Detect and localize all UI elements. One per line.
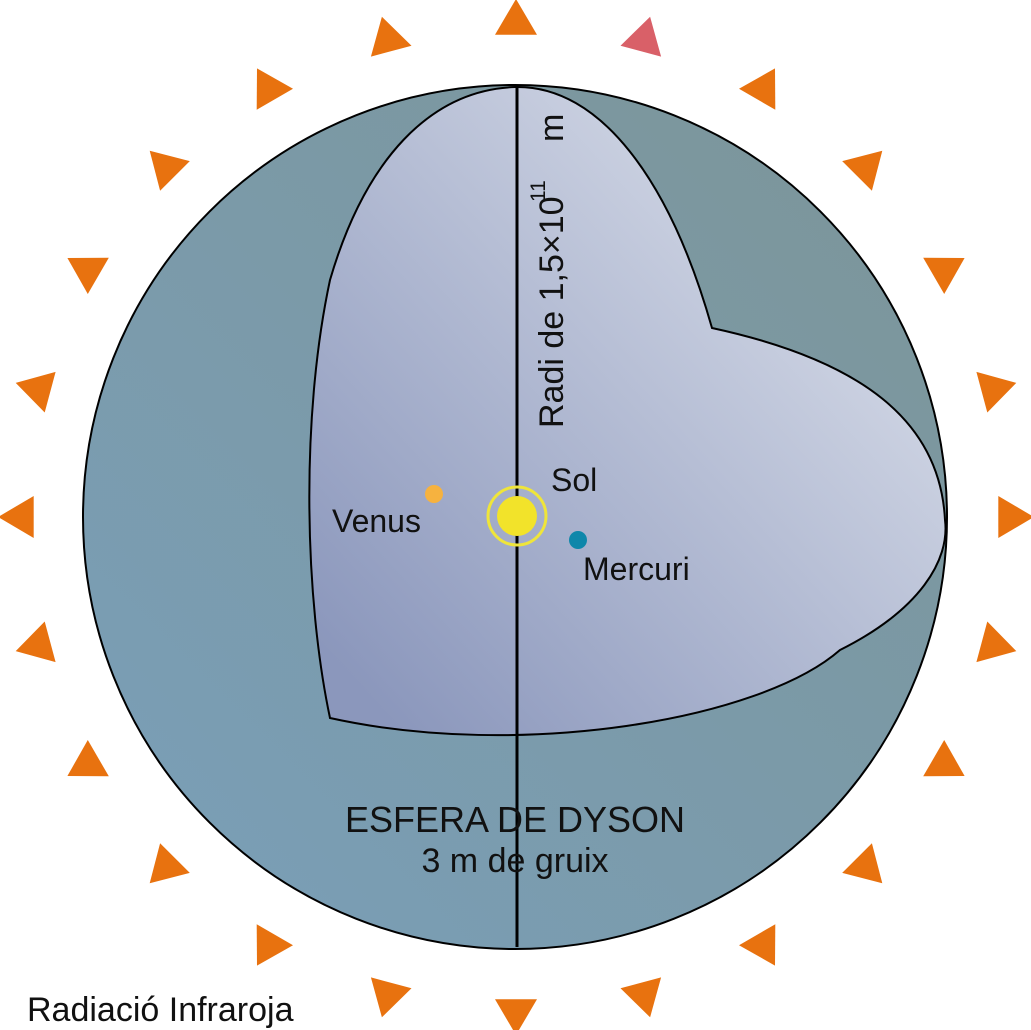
- triangle-arrow-icon: [923, 740, 965, 777]
- triangle-arrow-icon: [976, 371, 1017, 413]
- triangle-arrow-icon: [620, 16, 662, 57]
- mercury-icon: [569, 531, 587, 549]
- sun-icon: [486, 485, 548, 547]
- venus-icon: [425, 485, 443, 503]
- sun-label: Sol: [551, 462, 597, 498]
- triangle-arrow-icon: [256, 924, 293, 966]
- triangle-arrow-icon: [495, 999, 537, 1030]
- radius-text: Radi de 1,5×10: [533, 196, 571, 428]
- venus-label: Venus: [332, 503, 421, 539]
- triangle-arrow-icon: [370, 16, 412, 57]
- triangle-arrow-icon: [739, 924, 776, 966]
- mercury-label: Mercuri: [583, 551, 690, 587]
- triangle-arrow-icon: [15, 621, 56, 663]
- triangle-arrow-icon: [923, 257, 965, 294]
- triangle-arrow-icon: [149, 150, 190, 191]
- sphere-thickness: 3 m de gruix: [421, 842, 608, 880]
- triangle-arrow-icon: [842, 150, 883, 191]
- triangle-arrow-icon: [67, 257, 109, 294]
- triangle-arrow-icon: [256, 68, 293, 110]
- triangle-arrow-icon: [149, 843, 190, 884]
- radius-exponent: 11: [527, 180, 550, 202]
- sphere-cutaway-interior: [308, 85, 947, 737]
- radius-unit: m: [533, 114, 571, 142]
- radius-label: Radi de 1,5×10 11 m: [527, 114, 571, 428]
- radiation-label: Radiació Infraroja: [27, 991, 294, 1029]
- triangle-arrow-icon: [739, 68, 776, 110]
- triangle-arrow-icon: [0, 496, 34, 538]
- triangle-arrow-icon: [370, 977, 412, 1018]
- sphere-title: ESFERA DE DYSON: [345, 799, 685, 840]
- triangle-arrow-icon: [620, 977, 662, 1018]
- triangle-arrow-icon: [495, 0, 537, 35]
- triangle-arrow-icon: [67, 740, 109, 777]
- triangle-arrow-icon: [976, 621, 1017, 663]
- triangle-arrow-icon: [15, 371, 56, 413]
- triangle-arrow-icon: [998, 496, 1031, 538]
- triangle-arrow-icon: [842, 843, 883, 884]
